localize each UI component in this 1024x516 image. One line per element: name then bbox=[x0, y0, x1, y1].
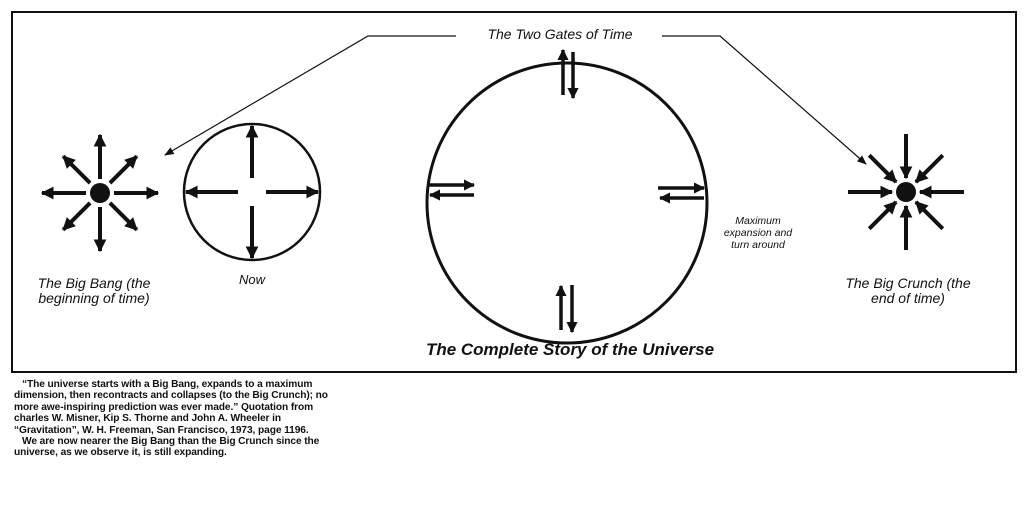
gate-pointer-left bbox=[164, 35, 456, 156]
expansion-arrow bbox=[108, 154, 139, 185]
contraction-arrow bbox=[867, 200, 898, 231]
gate-pointer-right bbox=[662, 35, 867, 165]
contraction-arrow bbox=[867, 153, 898, 184]
big-bang-label: The Big Bang (the beginning of time) bbox=[37, 275, 151, 306]
gates-label: The Two Gates of Time bbox=[487, 26, 633, 42]
caption-quote: “The universe starts with a Big Bang, ex… bbox=[14, 379, 328, 436]
now-expansion-arrows bbox=[184, 124, 320, 260]
diagram-title: The Complete Story of the Universe bbox=[425, 340, 715, 359]
caption: “The universe starts with a Big Bang, ex… bbox=[14, 379, 334, 459]
big-crunch-icon bbox=[848, 134, 964, 250]
contraction-arrow bbox=[914, 153, 945, 184]
caption-note: We are now nearer the Big Bang than the … bbox=[14, 436, 320, 459]
big-bang-icon bbox=[40, 133, 160, 253]
singularity-dot bbox=[90, 183, 110, 203]
expansion-arrow bbox=[108, 201, 139, 232]
big-crunch-label: The Big Crunch (the end of time) bbox=[845, 275, 971, 306]
contraction-arrow bbox=[914, 200, 945, 231]
now-label: Now bbox=[238, 272, 265, 287]
turnaround-arrows bbox=[428, 48, 706, 334]
expansion-arrow bbox=[61, 201, 92, 232]
max-expansion-label: Maximum expansion and turn around bbox=[723, 215, 793, 251]
max-universe-circle bbox=[425, 61, 709, 345]
now-universe-circle bbox=[182, 122, 322, 262]
diagram-frame bbox=[11, 11, 1017, 373]
expansion-arrow bbox=[61, 154, 92, 185]
singularity-dot bbox=[896, 182, 916, 202]
